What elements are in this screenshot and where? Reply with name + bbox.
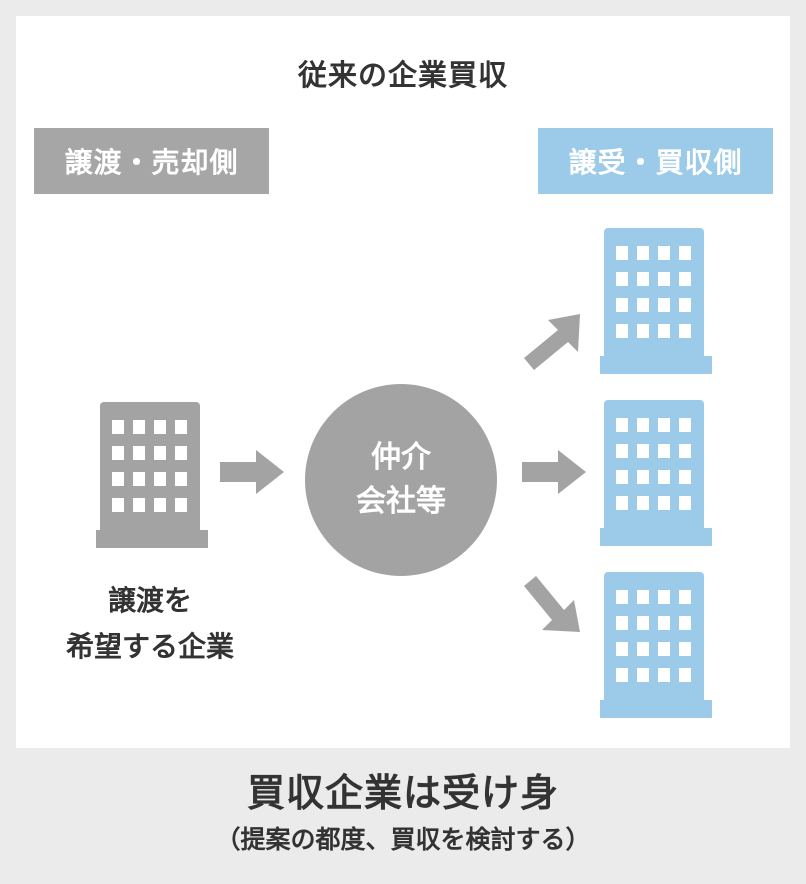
arrow-to-intermediary-icon: [220, 450, 284, 494]
buyer-side-label: 譲受・買収側: [538, 128, 773, 194]
buyer-building-icon-2: [600, 400, 712, 546]
seller-caption-line1: 譲渡を: [107, 584, 192, 617]
intermediary-circle: 仲介 会社等: [305, 384, 497, 576]
seller-caption-line2: 希望する企業: [65, 630, 234, 663]
seller-side-label: 譲渡・売却側: [34, 128, 269, 194]
arrow-down-right-icon: [524, 576, 580, 632]
intermediary-line1: 仲介: [371, 440, 431, 475]
seller-caption: 譲渡を 希望する企業: [0, 578, 300, 670]
diagram-title: 従来の企業買収: [297, 58, 508, 92]
seller-building-icon: [96, 402, 208, 548]
arrow-up-right-icon: [524, 314, 580, 370]
arrow-right-icon: [522, 450, 586, 494]
footer-sub-text: （提案の都度、買収を検討する）: [215, 825, 591, 854]
buyer-building-icon-1: [600, 228, 712, 374]
intermediary-line2: 会社等: [356, 484, 446, 519]
buyer-building-icon-3: [600, 572, 712, 718]
footer-main-text: 買収企業は受け身: [246, 771, 559, 815]
